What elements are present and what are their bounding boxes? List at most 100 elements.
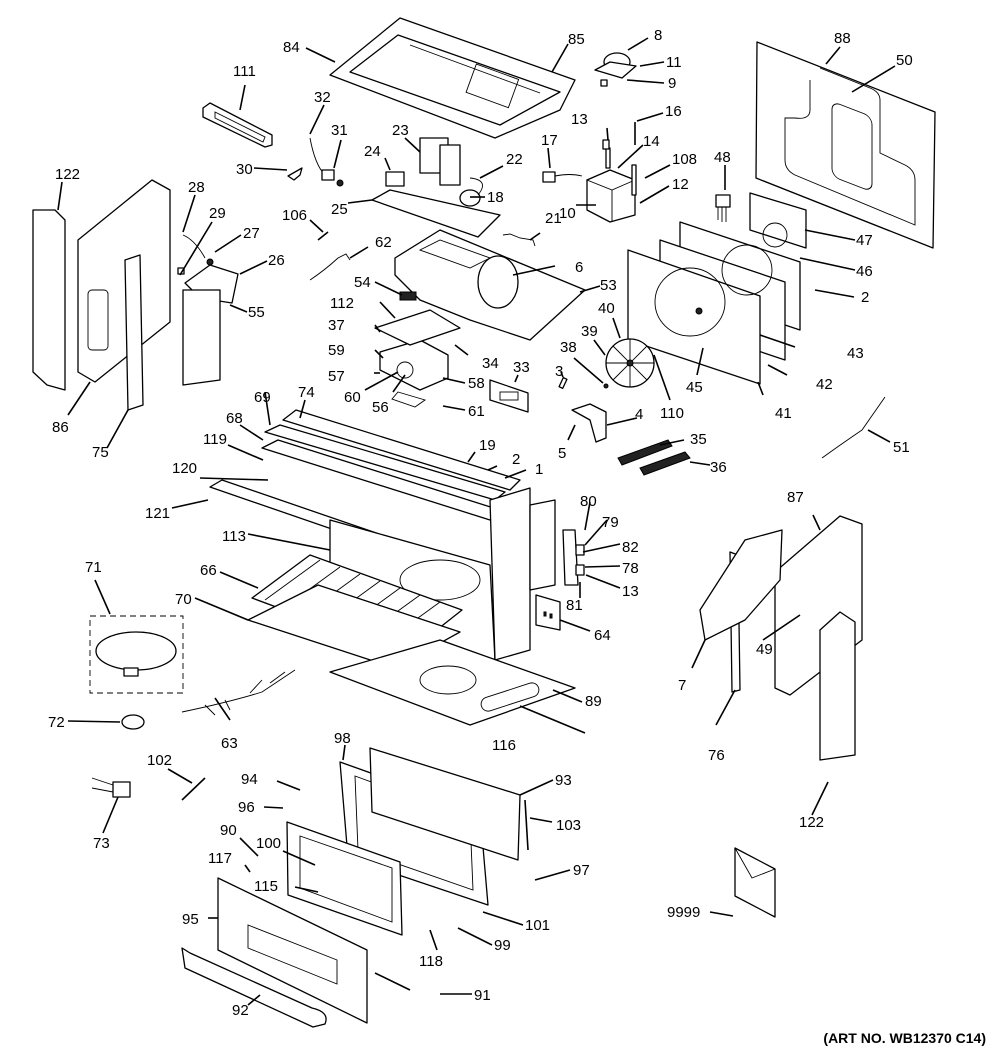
callout-61: 61: [468, 403, 485, 420]
callout-35: 35: [690, 431, 707, 448]
callout-92: 92: [232, 1002, 249, 1019]
part-right-side-assembly: [699, 515, 863, 761]
part-relay-box: [585, 147, 637, 223]
callout-2-right: 2: [861, 289, 869, 306]
part-side-panel-86: [77, 179, 171, 383]
part-turntable-71: [89, 615, 184, 694]
callout-32: 32: [314, 89, 331, 106]
callout-31: 31: [331, 122, 348, 139]
callout-56: 56: [372, 399, 389, 416]
callout-93: 93: [555, 772, 572, 789]
callout-99: 99: [494, 937, 511, 954]
part-38: [603, 383, 609, 389]
callout-76: 76: [708, 747, 725, 764]
part-64: [535, 594, 561, 631]
callout-115: 115: [254, 878, 278, 895]
callout-53: 53: [600, 277, 617, 294]
callout-72: 72: [48, 714, 65, 731]
callout-48: 48: [714, 149, 731, 166]
part-bottom-89: [329, 639, 576, 726]
callout-100: 100: [256, 835, 281, 852]
callout-69: 69: [254, 389, 271, 406]
callout-73: 73: [93, 835, 110, 852]
callout-98: 98: [334, 730, 351, 747]
callout-113: 113: [222, 528, 246, 545]
part-door-handle-92: [181, 947, 327, 1028]
callout-86: 86: [52, 419, 69, 436]
callout-90: 90: [220, 822, 237, 839]
callout-82: 82: [622, 539, 639, 556]
part-convection-panels: [627, 221, 801, 385]
art-number: (ART NO. WB12370 C14): [823, 1030, 986, 1046]
callout-13-top: 13: [571, 111, 588, 128]
callout-79: 79: [602, 514, 619, 531]
part-62: [309, 253, 351, 281]
callout-75: 75: [92, 444, 109, 461]
part-tray-70: [247, 584, 461, 669]
callout-47: 47: [856, 232, 873, 249]
part-31-32: [309, 137, 344, 187]
callout-22: 22: [506, 151, 523, 168]
part-trim-122-right: [819, 611, 856, 761]
part-duct-7: [699, 529, 783, 641]
callout-94: 94: [241, 771, 258, 788]
callout-3: 3: [555, 363, 563, 380]
callout-6: 6: [575, 259, 583, 276]
part-72: [121, 714, 145, 730]
part-door-assembly: [181, 747, 529, 1028]
callout-51: 51: [893, 439, 910, 456]
callout-24: 24: [364, 143, 381, 160]
part-33: [489, 379, 529, 413]
callout-41: 41: [775, 405, 792, 422]
part-door-frame-99: [286, 821, 403, 936]
callout-54: 54: [354, 274, 371, 291]
part-73: [91, 777, 131, 798]
part-37-112: [374, 309, 461, 346]
callout-70: 70: [175, 591, 192, 608]
callout-103: 103: [556, 817, 581, 834]
part-oven-cavity: [209, 409, 556, 661]
callout-91: 91: [474, 987, 491, 1004]
part-3: [558, 376, 568, 390]
part-power-cord-51: [821, 396, 886, 459]
part-lamp-assembly: [379, 339, 449, 408]
callout-26: 26: [268, 252, 285, 269]
callout-36: 36: [710, 459, 727, 476]
callout-116: 116: [492, 737, 516, 754]
callout-40: 40: [598, 300, 615, 317]
callout-59: 59: [328, 342, 345, 359]
callout-96: 96: [238, 799, 255, 816]
callout-9999: 9999: [667, 904, 700, 921]
part-blower-housing: [394, 229, 586, 341]
part-wiring-harness-63: [181, 669, 296, 716]
callout-117: 117: [208, 850, 232, 867]
callout-85: 85: [568, 31, 585, 48]
callout-68: 68: [226, 410, 243, 427]
callout-13-bottom: 13: [622, 583, 639, 600]
part-trim-122-left: [32, 209, 66, 391]
callout-101: 101: [525, 917, 550, 934]
callout-78: 78: [622, 560, 639, 577]
callout-80: 80: [580, 493, 597, 510]
callout-119: 119: [203, 431, 227, 448]
part-80: [562, 529, 579, 586]
callout-5: 5: [558, 445, 566, 462]
part-fan-bracket-47: [749, 192, 807, 249]
callout-27: 27: [243, 225, 260, 242]
callout-38: 38: [560, 339, 577, 356]
callout-64: 64: [594, 627, 611, 644]
callout-112: 112: [330, 295, 354, 312]
callout-63: 63: [221, 735, 238, 752]
callout-95: 95: [182, 911, 199, 928]
callout-74: 74: [298, 384, 315, 401]
callout-118: 118: [419, 953, 443, 970]
callout-28: 28: [188, 179, 205, 196]
part-envelope-9999: [734, 847, 776, 918]
callout-39: 39: [581, 323, 598, 340]
callout-4: 4: [635, 406, 643, 423]
callout-21: 21: [545, 210, 562, 227]
callout-121: 121: [145, 505, 170, 522]
leader-lines: [57, 37, 896, 1006]
callout-33: 33: [513, 359, 530, 376]
part-102: [181, 777, 206, 801]
